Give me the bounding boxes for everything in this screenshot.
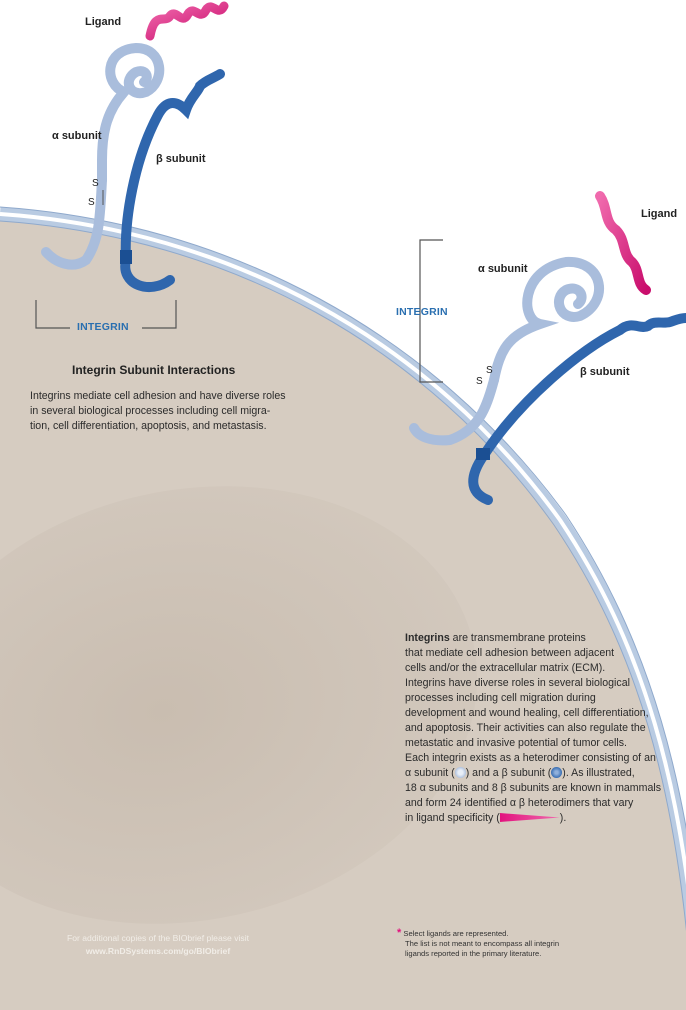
description-subunit-line: α subunit ( ) and a β subunit ( ). As illu… <box>405 766 661 781</box>
ligand-swatch-icon <box>500 813 560 822</box>
alpha-subunit-label-left: α subunit <box>52 130 102 142</box>
beta-subunit-label-left: β subunit <box>156 153 205 165</box>
ligand-helix-right <box>600 196 646 290</box>
caption-line: in several biological processes includin… <box>30 404 286 419</box>
footnote-line: Select ligands are represented. <box>403 929 508 938</box>
footer: For additional copies of the BIObrief pl… <box>38 932 278 958</box>
alpha-subunit-label-right: α subunit <box>478 263 528 275</box>
description-lead: Integrins <box>405 632 450 644</box>
footer-line: For additional copies of the BIObrief pl… <box>38 932 278 945</box>
description-fragment: ) and a β subunit ( <box>466 767 552 779</box>
caption-title: Integrin Subunit Interactions <box>72 363 235 377</box>
description-line: that mediate cell adhesion between adjac… <box>405 646 661 661</box>
disulfide-s2-left: S <box>88 197 95 208</box>
ligand-label-left: Ligand <box>85 16 121 28</box>
description-fragment: α subunit ( <box>405 767 455 779</box>
description-line: Each integrin exists as a heterodimer co… <box>405 751 661 766</box>
integrin-label-right: INTEGRIN <box>396 306 448 318</box>
description-line: and apoptosis. Their activities can also… <box>405 721 661 736</box>
description-line: 18 α subunits and 8 β subunits are known… <box>405 781 661 796</box>
caption-line: tion, cell differentiation, apoptosis, a… <box>30 419 286 434</box>
description-line: development and wound healing, cell diff… <box>405 706 661 721</box>
ligand-label-right: Ligand <box>641 208 677 220</box>
footnote: * Select ligands are represented. The li… <box>397 928 559 959</box>
disulfide-s1-right: S <box>486 365 493 376</box>
description-line: cells and/or the extracellular matrix (E… <box>405 661 661 676</box>
description-line: metastatic and invasive potential of tum… <box>405 736 661 751</box>
footer-url-link[interactable]: www.RnDSystems.com/go/BIObrief <box>38 945 278 958</box>
beta-subunit-swatch-icon <box>551 767 562 778</box>
description-line: are transmembrane proteins <box>450 632 586 644</box>
integrin-label-left: INTEGRIN <box>77 321 129 333</box>
ligand-helix-left <box>150 6 224 36</box>
caption-body: Integrins mediate cell adhesion and have… <box>30 389 286 434</box>
description-line: processes including cell migration durin… <box>405 691 661 706</box>
description-body: Integrins are transmembrane proteins tha… <box>405 631 661 826</box>
footnote-line: The list is not meant to encompass all i… <box>397 939 559 949</box>
description-line: and form 24 identified α β heterodimers … <box>405 796 661 811</box>
description-specificity-line: in ligand specificity (). <box>405 811 661 826</box>
beta-subunit-label-right: β subunit <box>580 366 629 378</box>
alpha-subunit-swatch-icon <box>455 767 466 778</box>
disulfide-s2-right: S <box>476 376 483 387</box>
description-line: Integrins have diverse roles in several … <box>405 676 661 691</box>
description-fragment: ). As illustrated, <box>562 767 634 779</box>
asterisk-icon: * <box>397 927 401 939</box>
description-fragment: in ligand specificity ( <box>405 812 500 824</box>
alpha-subunit-right <box>494 262 599 380</box>
description-fragment: ). <box>560 812 566 824</box>
caption-line: Integrins mediate cell adhesion and have… <box>30 389 286 404</box>
alpha-subunit-left <box>102 48 159 180</box>
footnote-line: ligands reported in the primary literatu… <box>397 949 559 959</box>
disulfide-s1-left: S <box>92 178 99 189</box>
